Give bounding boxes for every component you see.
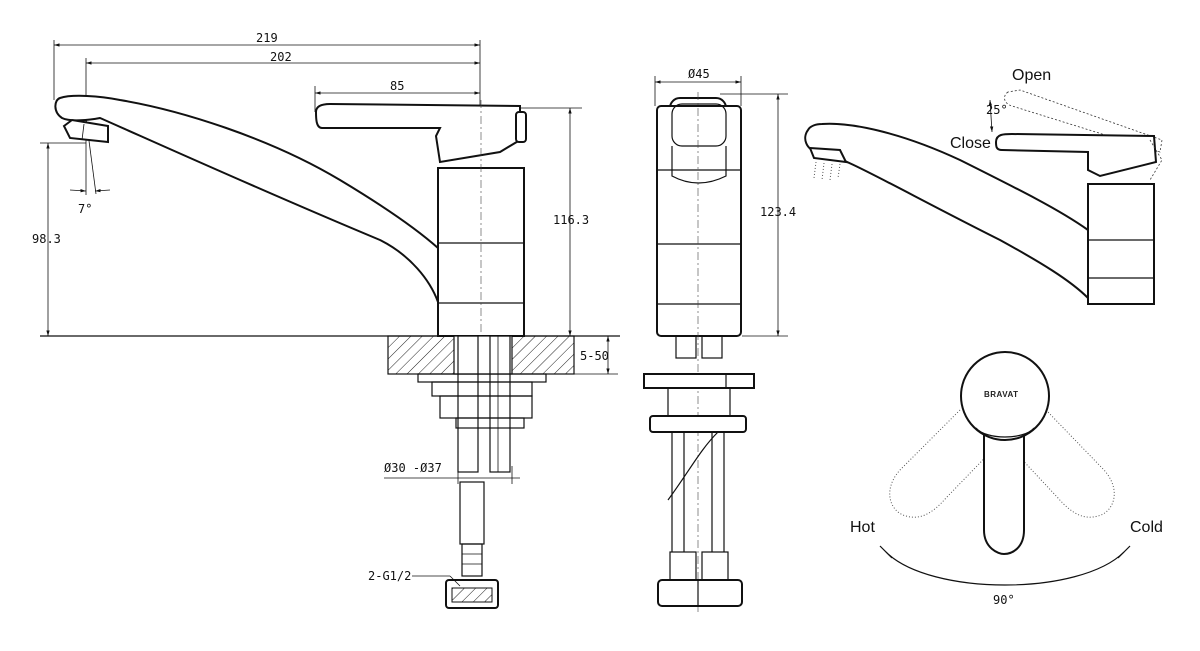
- handle-lift-view: Open 25° Close: [804, 67, 1163, 305]
- label-hot: Hot: [850, 519, 875, 536]
- dim-spout-angle: 7°: [78, 202, 92, 216]
- angle-rotation: 90°: [993, 593, 1015, 607]
- label-close: Close: [950, 135, 991, 152]
- dim-spout-height: 98.3: [32, 232, 61, 246]
- dim-hole-diameter: Ø30 -Ø37: [384, 461, 442, 475]
- dim-overall-length: 219: [256, 31, 278, 45]
- label-open: Open: [1012, 67, 1051, 84]
- dim-connection: 2-G1/2: [368, 569, 411, 583]
- dim-diameter: Ø45: [688, 67, 710, 81]
- dim-total-height: 123.4: [760, 205, 796, 219]
- dim-body-height: 116.3: [553, 213, 589, 227]
- dim-handle-length: 85: [390, 79, 404, 93]
- dim-spout-reach: 202: [270, 50, 292, 64]
- side-view: 219 202 85 98.3 116.3 7° 5-50: [32, 31, 620, 609]
- front-view: Ø45 123.4: [643, 67, 796, 615]
- angle-lift: 25°: [986, 103, 1008, 117]
- rotation-view: BRAVAT Hot Cold 90°: [850, 351, 1163, 607]
- brand-logo: BRAVAT: [984, 390, 1019, 399]
- label-cold: Cold: [1130, 519, 1163, 536]
- dim-counter-thickness: 5-50: [580, 349, 609, 363]
